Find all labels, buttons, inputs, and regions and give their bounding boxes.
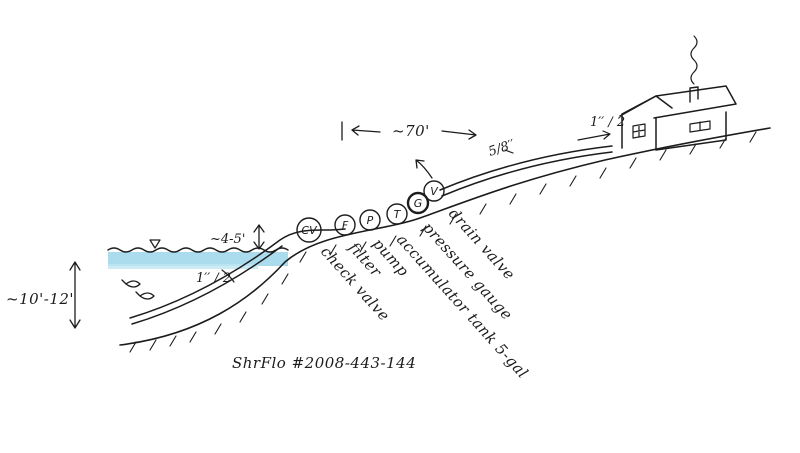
- distance-arrow-right-icon: [441, 129, 477, 140]
- lake-depth-arrow-icon: [69, 261, 81, 329]
- vertical-riser-arrow-icon: [415, 159, 433, 179]
- check-valve-component: CV: [296, 217, 322, 243]
- water-level-marker-icon: [149, 239, 161, 249]
- shore-depth-label: ~4-5': [210, 232, 245, 247]
- supply-pipe: [129, 145, 613, 325]
- main-pipe-size-label: 5/8′′: [487, 137, 517, 160]
- component-abbr-g: G: [414, 197, 423, 210]
- fish-icon: [121, 279, 155, 300]
- distance-label: ~70': [392, 122, 430, 140]
- intake-pipe-pointer-icon: [221, 269, 235, 283]
- house-pipe-arrow-icon: [577, 130, 611, 141]
- drain-valve-component: V: [423, 180, 445, 202]
- lake-depth-label: ~10'-12': [6, 290, 74, 308]
- chimney: [689, 86, 699, 103]
- measurements: ~70' ~4-5' ~10'-12' 1′′ / 2 5/8′′ 1′′ / …: [6, 115, 625, 329]
- component-abbr-p: P: [367, 214, 374, 227]
- filter-component: F: [334, 214, 356, 236]
- main-pipe-pointer-icon: [504, 149, 514, 154]
- chimney-smoke-icon: [690, 35, 698, 85]
- lake-water: [107, 239, 289, 300]
- component-abbr-f: F: [342, 219, 349, 232]
- distance-arrow-left-icon: [351, 125, 381, 136]
- tank-component: T: [386, 203, 408, 225]
- model-number-label: ShrFlo #2008-443-144: [232, 354, 416, 372]
- house-icon: [619, 35, 737, 151]
- shore-depth-arrow-icon: [253, 224, 265, 250]
- gauge-component: G: [406, 191, 430, 215]
- intake-pipe-size-label: 1′′ / 2: [196, 271, 231, 286]
- component-abbr-cv: CV: [301, 224, 318, 237]
- component-row: CV F P T G V: [296, 159, 445, 243]
- house-pipe-size-label: 1′′ / 2: [590, 115, 625, 130]
- component-abbr-t: T: [394, 208, 402, 221]
- ground-profile: [119, 127, 771, 353]
- component-abbr-v: V: [430, 185, 439, 198]
- pump-component: P: [359, 209, 381, 231]
